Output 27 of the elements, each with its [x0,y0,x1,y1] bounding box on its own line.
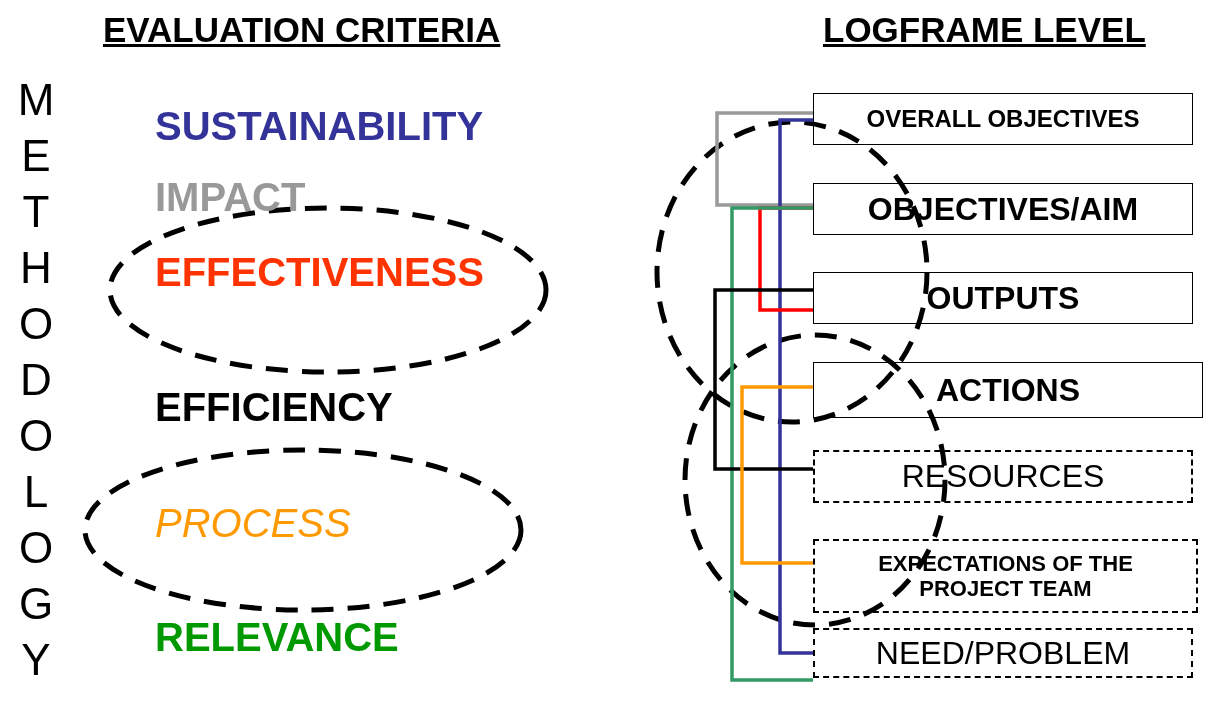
level-box [813,272,1193,324]
dashed-level-box [813,628,1193,678]
level-box [813,362,1203,418]
dashed-level-box [813,450,1193,503]
criterion-label: EFFICIENCY [155,387,393,427]
bracket-connector [778,118,813,655]
criterion-label: RELEVANCE [155,617,399,657]
column-heading: EVALUATION CRITERIA [103,12,501,47]
criterion-label: EFFECTIVENESS [155,252,484,292]
level-label: NEED/PROBLEM [874,634,1132,672]
dashed-level-box [813,539,1198,613]
level-label: ACTIONS [935,371,1081,409]
level-box [813,183,1193,235]
level-label: OVERALL OBJECTIVES [865,105,1141,133]
criterion-label: PROCESS [155,503,351,543]
criterion-label: SUSTAINABILITY [155,106,484,146]
level-label: OBJECTIVES/AIM [866,190,1140,228]
bracket-connector [740,385,813,565]
criterion-label: IMPACT [155,177,306,217]
level-label: RESOURCES [900,458,1106,495]
bracket-connector [713,288,813,471]
level-box [813,93,1193,145]
vertical-side-label: METHODOLOGY [16,74,56,686]
bracket-connector [730,206,813,682]
bracket-connector [715,111,813,207]
column-heading: LOGFRAME LEVEL [823,12,1146,47]
level-label: OUTPUTS [925,279,1081,317]
